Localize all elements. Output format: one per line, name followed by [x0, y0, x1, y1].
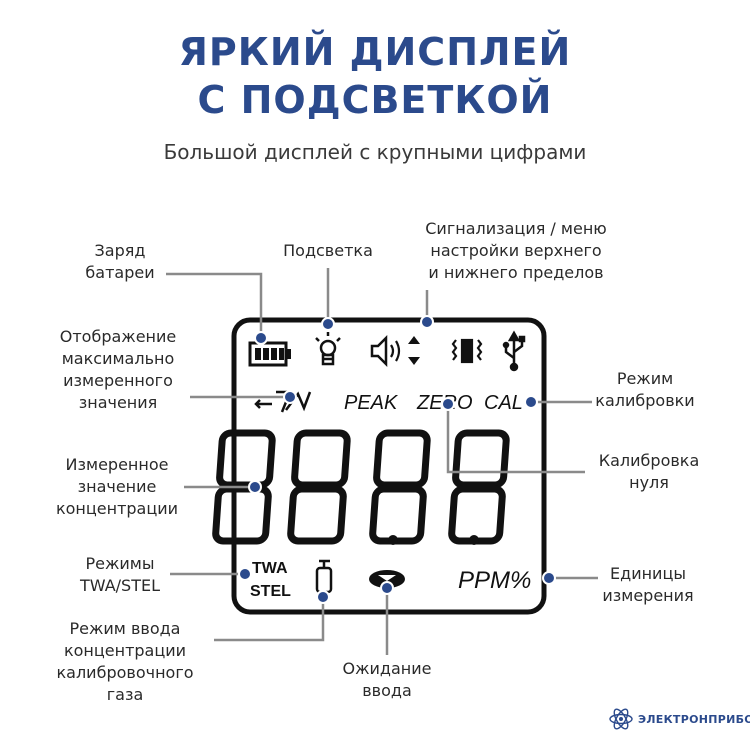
- vibration-icon: [451, 338, 483, 364]
- page-subtitle: Большой дисплей с крупными цифрами: [163, 140, 587, 164]
- leader-dots: [238, 315, 556, 604]
- decimal-point-2: [469, 535, 479, 545]
- wait-icon: [369, 570, 405, 588]
- title-line-2: С ПОДСВЕТКОЙ: [197, 78, 553, 122]
- speaker-icon: [370, 334, 420, 368]
- stel-indicator: STEL: [250, 583, 291, 600]
- atom-icon: [609, 708, 633, 730]
- usb-icon: [502, 330, 526, 372]
- bulb-icon: [315, 332, 341, 366]
- label-backlight: Подсветка: [283, 241, 373, 260]
- cal-indicator: CAL: [484, 392, 523, 414]
- seven-segment-digits: [212, 429, 510, 545]
- lcd-frame: [231, 317, 547, 615]
- twa-indicator: TWA: [252, 560, 288, 577]
- units-indicator: PPM%: [458, 567, 531, 594]
- page-title: ЯРКИЙ ДИСПЛЕЙ С ПОДСВЕТКОЙ: [0, 28, 750, 124]
- brand-logo: ЭЛЕКТРОНПРИБОР: [608, 706, 750, 732]
- battery-icon: [248, 341, 291, 367]
- title-line-1: ЯРКИЙ ДИСПЛЕЙ: [178, 30, 572, 74]
- peak-indicator: PEAK: [344, 392, 399, 414]
- decimal-point-1: [388, 535, 398, 545]
- gas-cylinder-icon: [315, 559, 333, 594]
- peak-arrow-icon: [254, 390, 312, 413]
- brand-name: ЭЛЕКТРОНПРИБОР: [638, 712, 750, 726]
- leader-lines: [166, 268, 598, 655]
